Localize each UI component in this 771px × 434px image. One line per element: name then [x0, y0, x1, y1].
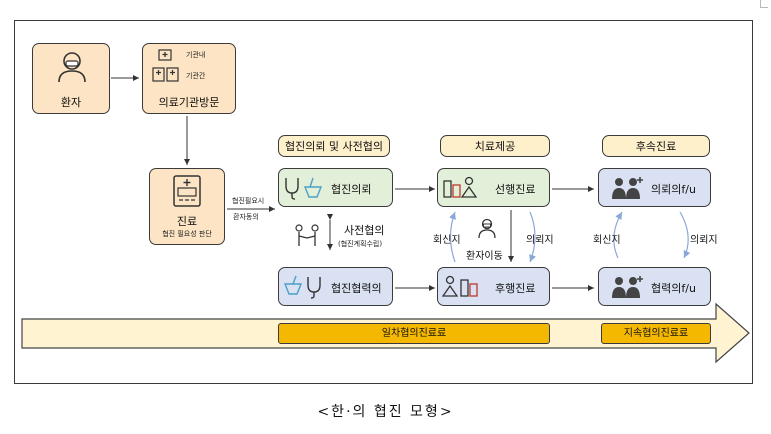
prior-label: 사전협의 — [344, 224, 385, 237]
visit-label: 의료기관방문 — [158, 96, 220, 109]
patient-label: 환자 — [60, 96, 82, 109]
node-subsequent: 후행진료 — [437, 267, 550, 306]
node-referrer-fu-label: 의뢰의f/u — [651, 183, 696, 196]
band-continuous: 지속협의진료료 — [601, 323, 711, 344]
prior-sub: (협진계획수립) — [338, 240, 383, 248]
treatment-sub: 협진 필요성 판단 — [162, 230, 212, 238]
handshake-icon — [295, 224, 319, 246]
hospitals-icon — [152, 67, 179, 82]
node-cooperation-label: 협진협력의 — [331, 282, 382, 295]
condition-consent: 환자동의 — [233, 213, 259, 221]
header-follow: 후속진료 — [602, 135, 710, 157]
stethoscope-icon — [285, 177, 323, 200]
node-cooperator-fu-label: 협력의f/u — [651, 282, 696, 295]
treatment-scene-icon-2 — [442, 275, 478, 297]
curve-reply-right — [613, 211, 623, 259]
patient-move-icon — [478, 218, 496, 238]
node-lead-label: 선행진료 — [495, 183, 536, 196]
node-subsequent-label: 후행진료 — [495, 282, 536, 295]
doctors-icon — [612, 177, 643, 199]
band-first: 일차협의진료료 — [278, 323, 550, 344]
patient-box: 환자 — [32, 43, 110, 114]
flow-patient-move: 환자이동 — [466, 251, 503, 262]
treatment-scene-icon — [443, 176, 478, 198]
doctors-icon-2 — [612, 276, 643, 298]
treatment-box: 진료 협진 필요성 판단 — [149, 168, 225, 245]
hospital-icon — [158, 49, 172, 61]
treatment-label: 진료 — [176, 215, 198, 228]
page-corner-mark — [760, 0, 768, 8]
condition-need: 협진필요시 — [232, 197, 265, 205]
curve-reply-left — [449, 211, 456, 263]
node-cooperation: 협진협력의 — [278, 267, 393, 306]
visit-box: 기관내 기관간 의료기관방문 — [142, 43, 236, 114]
curve-request-right — [679, 211, 691, 259]
flow-request-right: 의뢰지 — [690, 235, 718, 246]
flow-reply-right: 회신지 — [593, 235, 621, 246]
visit-inside-label: 기관내 — [186, 51, 206, 59]
curve-request-left — [529, 211, 536, 263]
device-icon — [173, 175, 201, 207]
node-request-label: 협진의뢰 — [331, 183, 372, 196]
patient-icon — [58, 52, 86, 83]
visit-between-label: 기관간 — [186, 72, 206, 80]
header-treat: 치료제공 — [440, 135, 550, 157]
node-referrer-fu: 의뢰의f/u — [598, 168, 711, 207]
figure-caption: <한·의 협진 모형> — [317, 404, 454, 420]
node-request: 협진의뢰 — [278, 168, 393, 207]
header-consult: 협진의뢰 및 사전협의 — [278, 135, 390, 157]
mortar-stethoscope-icon — [283, 275, 321, 299]
node-cooperator-fu: 협력의f/u — [598, 267, 711, 306]
flow-request-left: 의뢰지 — [526, 235, 554, 246]
node-lead: 선행진료 — [437, 168, 550, 207]
flow-reply-left: 회신지 — [433, 235, 461, 246]
